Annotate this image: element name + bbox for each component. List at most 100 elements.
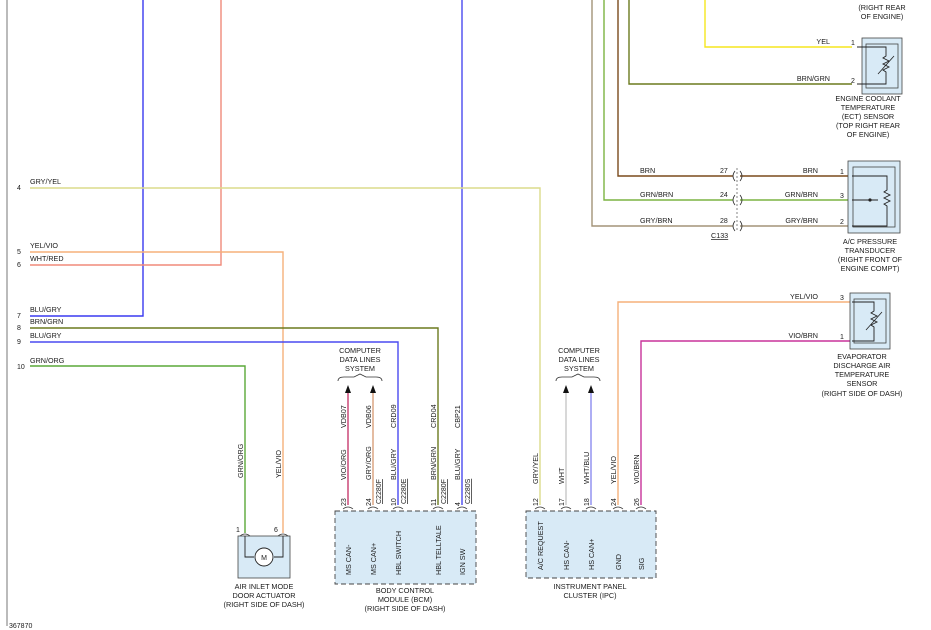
bcm-functions: MS CAN- MS CAN+ HBL SWITCH HBL TELLTALE … — [344, 525, 467, 575]
connector-icon — [534, 506, 647, 510]
left-wire-label: BRN/GRN — [30, 317, 63, 326]
wire-color: BRN/GRN — [429, 447, 438, 480]
wire-gryyel-4 — [30, 187, 541, 505]
potentiometer-icon — [852, 175, 892, 227]
ect-pin-num: 1 — [851, 40, 855, 47]
transducer-body — [847, 160, 901, 234]
wire-color: BLU/GRY — [453, 448, 462, 480]
ipc-module: COMPUTER DATA LINES SYSTEM GRY/YEL WHT W… — [525, 346, 657, 600]
wire-color: VIO/ORG — [339, 449, 348, 480]
junction-dot-icon — [868, 198, 872, 202]
pin-num: 23 — [341, 498, 348, 506]
caption-line: DOOR ACTUATOR — [233, 591, 296, 600]
connector-id: C2280S — [465, 478, 472, 504]
ect-wire-label: BRN/GRN — [797, 74, 830, 83]
pin-num: 24 — [611, 498, 618, 506]
c133-left-wire: GRN/BRN — [640, 190, 673, 199]
cds-label: COMPUTER — [558, 346, 600, 355]
caption-line: OF ENGINE) — [861, 12, 904, 21]
evap-wire-label: YEL/VIO — [790, 292, 818, 301]
connector-id: C133 — [711, 231, 728, 240]
caption-line: AIR INLET MODE — [235, 582, 294, 591]
connector-id: C2280F — [441, 479, 448, 504]
pin-num: 12 — [533, 498, 540, 506]
wire-whtred-6 — [30, 0, 222, 266]
wire-grnbrn-c133 — [603, 0, 733, 201]
wire-brn-c133 — [617, 0, 733, 177]
c133-cavity: 28 — [720, 218, 728, 225]
actuator-pin: 6 — [274, 527, 278, 534]
bcm-pin-nums: 23 24 10 11 4 — [341, 498, 462, 506]
caption-line: ENGINE COMPT) — [841, 264, 900, 273]
arrow-up-icon — [345, 385, 351, 393]
ipc-pin-connectors — [534, 506, 647, 510]
c133-left-wire: GRY/BRN — [640, 216, 673, 225]
wire-yelvio-evap — [617, 301, 852, 505]
transducer-pin: 3 — [840, 193, 844, 200]
ipc-pin-nums: 12 17 18 24 26 — [533, 498, 641, 506]
c133-cavity: 27 — [720, 168, 728, 175]
connector-icon — [732, 220, 743, 232]
ect-sensor: YEL BRN/GRN 1 2 ENGINE COOLANT TEMPERATU… — [797, 37, 903, 139]
left-wire-num: 8 — [17, 325, 21, 332]
air-inlet-actuator: GRN/ORG YEL/VIO 1 6 M AIR INLET MODE DOO… — [224, 443, 305, 609]
bcm-circuit-ids: VDB07 VDB06 CRD09 CRD04 CBP21 — [339, 404, 462, 428]
ect-body — [861, 37, 903, 95]
evap-pin-num: 1 — [840, 334, 844, 341]
pin-num: 24 — [366, 498, 373, 506]
ect-pin-num: 2 — [851, 78, 855, 85]
caption-line: (RIGHT REAR — [858, 3, 905, 12]
wire-grnorg-10 — [30, 365, 246, 533]
actuator-wire: GRN/ORG — [236, 443, 245, 478]
caption-line: EVAPORATOR — [837, 352, 886, 361]
thermistor-arrow-icon — [865, 311, 883, 331]
caption-line: TRANSDUCER — [845, 246, 896, 255]
c133-left-wire: BRN — [640, 166, 655, 175]
evaporator-sensor: YEL/VIO VIO/BRN 3 1 EVAPORATOR DISCHARGE… — [788, 292, 902, 398]
wire-color: WHT/BLU — [582, 452, 591, 484]
caption-line: TEMPERATURE — [841, 103, 896, 112]
transducer-wire: GRY/BRN — [785, 216, 818, 225]
left-wire-num: 4 — [17, 185, 21, 192]
bcm-module: COMPUTER DATA LINES SYSTEM VDB07 VDB06 C… — [334, 346, 477, 613]
wire-blugry-9 — [30, 341, 399, 505]
thermistor-icon — [857, 46, 891, 85]
motor-symbol: M — [261, 555, 267, 562]
circuit-id: VDB06 — [364, 405, 373, 428]
pin-function: MS CAN+ — [369, 543, 378, 575]
evap-inner — [853, 298, 887, 344]
circuit-id: CBP21 — [453, 405, 462, 428]
actuator-pin: 1 — [236, 527, 240, 534]
thermistor-icon — [852, 301, 879, 342]
pin-function: A/C REQUEST — [536, 521, 545, 570]
wire-color: GRY/ORG — [364, 446, 373, 480]
evap-pin-num: 3 — [840, 295, 844, 302]
top-caption: (RIGHT REAR OF ENGINE) — [858, 3, 905, 21]
caption-line: (RIGHT SIDE OF DASH) — [822, 389, 903, 398]
pin-num: 17 — [559, 498, 566, 506]
pin-num: 10 — [391, 498, 398, 506]
pin-num: 18 — [584, 498, 591, 506]
cds-label: DATA LINES — [558, 355, 599, 364]
circuit-id: VDB07 — [339, 405, 348, 428]
pin-num: 4 — [455, 502, 462, 506]
caption-line: DISCHARGE AIR — [833, 361, 890, 370]
cds-label: DATA LINES — [339, 355, 380, 364]
caption-line: ENGINE COOLANT — [835, 94, 901, 103]
pin-function: HBL SWITCH — [394, 531, 403, 575]
wire-viobrn-evap — [640, 340, 852, 505]
wire-yel-ect — [704, 0, 852, 48]
circuit-id: CRD09 — [389, 404, 398, 428]
connector-icon — [732, 194, 743, 206]
actuator-wire: YEL/VIO — [274, 450, 283, 478]
caption-line: SENSOR — [847, 379, 878, 388]
caption-line: CLUSTER (IPC) — [563, 591, 616, 600]
bcm-wire-colors: VIO/ORG GRY/ORG BLU/GRY BRN/GRN BLU/GRY — [339, 446, 462, 480]
left-wire-num: 10 — [17, 364, 25, 371]
transducer-wire: GRN/BRN — [785, 190, 818, 199]
caption-line: A/C PRESSURE — [843, 237, 897, 246]
brace-icon — [555, 373, 601, 382]
left-wire-num: 7 — [17, 313, 21, 320]
c133-cavity: 24 — [720, 192, 728, 199]
